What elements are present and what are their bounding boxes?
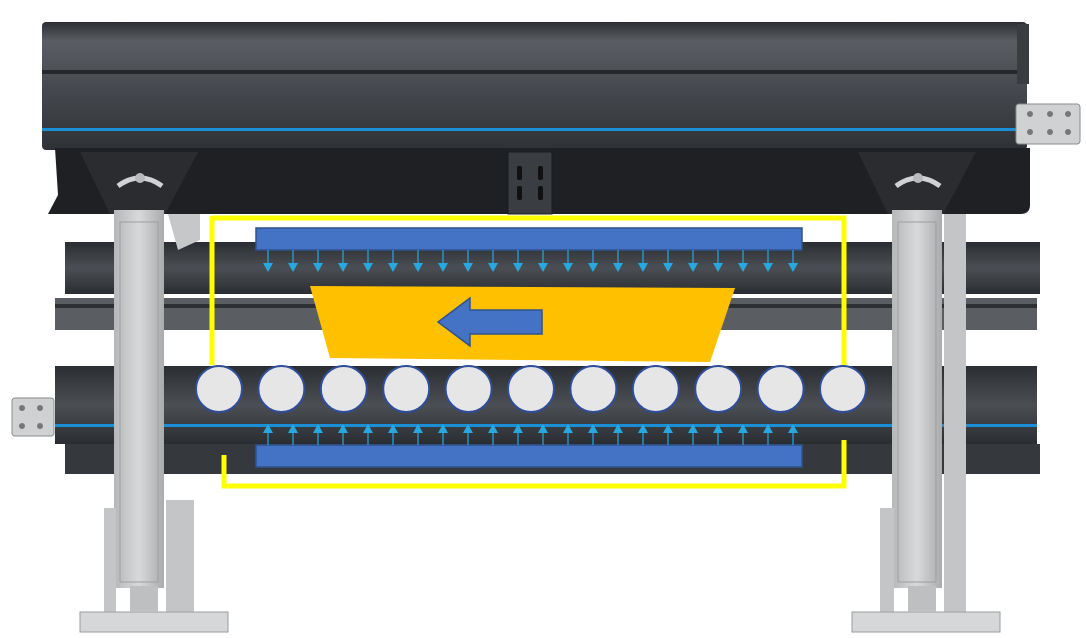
bottom-flow-arrows (263, 424, 798, 445)
flow-arrow (388, 424, 398, 445)
flow-arrow (538, 250, 548, 272)
flow-arrow (438, 250, 448, 272)
flow-arrow (413, 250, 423, 272)
flow-arrow (513, 424, 523, 445)
flow-arrow (763, 424, 773, 445)
flow-arrow (263, 424, 273, 445)
flow-arrow (563, 424, 573, 445)
roller (382, 365, 431, 413)
flow-arrow (663, 250, 673, 272)
flow-arrow (588, 250, 598, 272)
flow-arrow (738, 250, 748, 272)
top-emitter-bar (255, 227, 803, 251)
roller (319, 365, 368, 413)
housing-accent-line (42, 128, 1027, 131)
bottom-emitter-bar (255, 444, 803, 468)
flow-arrow (263, 250, 273, 272)
roller (694, 365, 743, 413)
flow-arrow (638, 250, 648, 272)
flow-arrow (488, 250, 498, 272)
flow-arrow (663, 424, 673, 445)
rail-accent-line (55, 424, 1037, 427)
flow-arrow (363, 250, 373, 272)
flow-arrow (288, 424, 298, 445)
flow-arrow (563, 250, 573, 272)
flow-arrow (438, 424, 448, 445)
flow-arrow (688, 424, 698, 445)
flow-arrow (788, 424, 798, 445)
flow-arrow (788, 250, 798, 272)
top-flow-arrows (263, 250, 798, 272)
flow-arrow (588, 424, 598, 445)
flow-arrow (738, 424, 748, 445)
flow-arrow (538, 424, 548, 445)
flow-arrow (313, 250, 323, 272)
flow-arrow (463, 250, 473, 272)
support-column-right (851, 152, 1001, 633)
roller (756, 365, 805, 413)
flow-arrow (713, 424, 723, 445)
flow-arrow (688, 250, 698, 272)
flow-arrow (463, 424, 473, 445)
flow-arrow (613, 250, 623, 272)
flow-arrow (338, 250, 348, 272)
roller (631, 365, 680, 413)
flow-arrow (313, 424, 323, 445)
flow-arrow (363, 424, 373, 445)
roller (507, 365, 555, 413)
flow-arrow (763, 250, 773, 272)
flow-arrow (488, 424, 498, 445)
flow-arrow (413, 424, 423, 445)
roller (819, 365, 867, 413)
flow-arrow (638, 424, 648, 445)
roller (257, 365, 306, 413)
flow-arrow (713, 250, 723, 272)
roller-row (195, 365, 867, 413)
roller (569, 365, 618, 413)
flow-arrow (288, 250, 298, 272)
roller (444, 365, 493, 413)
movement-arrow (436, 296, 543, 348)
center-hanger-plate (507, 151, 553, 215)
flow-arrow (513, 250, 523, 272)
mounting-bracket-right (1015, 103, 1081, 145)
roller (195, 365, 243, 413)
heating-chamber-outline (209, 215, 847, 489)
support-column-left (79, 152, 229, 633)
flow-arrow (613, 424, 623, 445)
flow-arrow (338, 424, 348, 445)
flow-arrow (388, 250, 398, 272)
mounting-bracket-left (11, 397, 55, 437)
